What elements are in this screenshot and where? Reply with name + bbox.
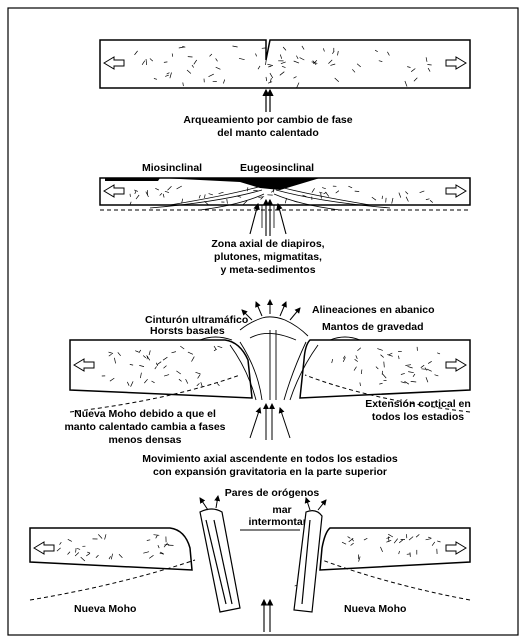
moho-right-label: Nueva Moho [344,603,406,615]
orogen-left [200,509,240,612]
alineaciones-label: Alineaciones en abanico [312,304,435,316]
caption-line-1: Arqueamiento por cambio de fase [183,114,352,126]
caption-line-1: Zona axial de diapiros, [211,238,324,250]
caption-line-3: y meta-sedimentos [220,264,315,276]
arrow-up-icon [264,600,270,632]
mar-label-line-1: mar [272,504,291,516]
crust-slab-2 [100,178,470,205]
texture-dash [421,369,426,370]
caption-line-2: del manto calentado [217,127,319,139]
texture-dash [76,548,77,553]
crust-slab-3-right [300,340,470,398]
eugeosinclinal-label: Eugeosinclinal [240,162,314,174]
texture-dash [172,54,173,57]
ext-right-line-1: Extensión cortical en [365,398,471,410]
panel-4: Pares de orógenos mar intermontano [30,487,470,632]
arrow-up-icon [250,404,290,440]
crust-slab-3-left [70,340,252,398]
moho-left-label: Nueva Moho [74,603,136,615]
horsts-label: Horsts basales [150,325,225,337]
moho-left-line-3: menos densas [109,434,182,446]
moho-left-line-2: manto calentado cambia a fases [64,421,225,433]
panel-1: Arqueamiento por cambio de fase del mant… [100,40,470,139]
caption-line-2: plutones, migmatitas, [214,251,322,263]
arrow-up-icon [266,90,270,112]
miosinclinal-label: Miosinclinal [142,162,202,174]
panel-3: Cinturón ultramáfico Horsts basales Alin… [64,300,470,478]
ext-right-line-2: todos los estadios [372,411,464,423]
caption-line-2: con expansión gravitatoria en la parte s… [153,466,387,478]
texture-dash [164,62,168,63]
caption-line-1: Movimiento axial ascendente en todos los… [142,453,398,465]
crust-slab-1 [100,40,470,88]
pares-label: Pares de orógenos [225,487,320,499]
texture-dash [427,65,431,66]
texture-dash [384,362,385,368]
panel-2: Miosinclinal Eugeosinclinal [100,162,470,276]
mantos-label: Mantos de gravedad [322,321,424,333]
moho-left-line-1: Nueva Moho debido a que el [74,408,216,420]
